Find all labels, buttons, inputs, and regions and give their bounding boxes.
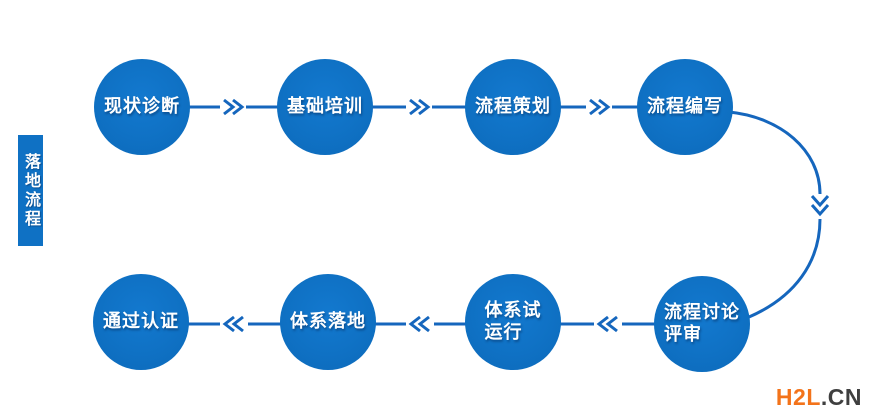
step-circle-system-trial-run: 体系试 运行 [465,274,561,370]
connector-bottom-2 [374,315,467,333]
connector-top-3 [559,98,639,116]
chevron-right-icon [223,98,245,116]
chevron-left-icon [222,315,244,333]
chevron-right-icon [409,98,431,116]
step-circle-process-planning: 流程策划 [465,59,561,155]
side-label-bar: 落地流程 [18,135,43,246]
connector-bottom-3 [187,315,282,333]
step-label: 流程讨论 评审 [664,302,740,344]
step-circle-process-discussion-review: 流程讨论 评审 [654,276,750,372]
watermark-tld: .CN [820,384,862,410]
connector-top-1 [188,98,279,116]
step-label: 通过认证 [103,311,179,332]
step-label: 体系试 运行 [484,300,542,342]
chevron-right-icon [589,98,611,116]
watermark-brand: H2L [775,384,821,410]
step-label: 体系落地 [290,311,366,332]
connector-top-2 [371,98,467,116]
step-label: 流程编写 [647,96,723,117]
step-circle-basic-training: 基础培训 [277,59,373,155]
watermark-logo: H2L.CN [776,384,862,411]
connector-bottom-1 [560,315,657,333]
step-label: 基础培训 [287,96,363,117]
step-label: 流程策划 [475,96,551,117]
chevron-down-icon [810,195,830,217]
chevron-left-icon [408,315,430,333]
step-circle-process-writing: 流程编写 [637,59,733,155]
step-label: 现状诊断 [104,96,180,117]
step-circle-certification-passed: 通过认证 [93,274,189,370]
connector-curve-down [728,110,830,319]
step-circle-system-landing: 体系落地 [280,274,376,370]
step-circle-status-diagnosis: 现状诊断 [94,59,190,155]
side-label: 落地流程 [22,152,39,229]
chevron-left-icon [596,315,618,333]
